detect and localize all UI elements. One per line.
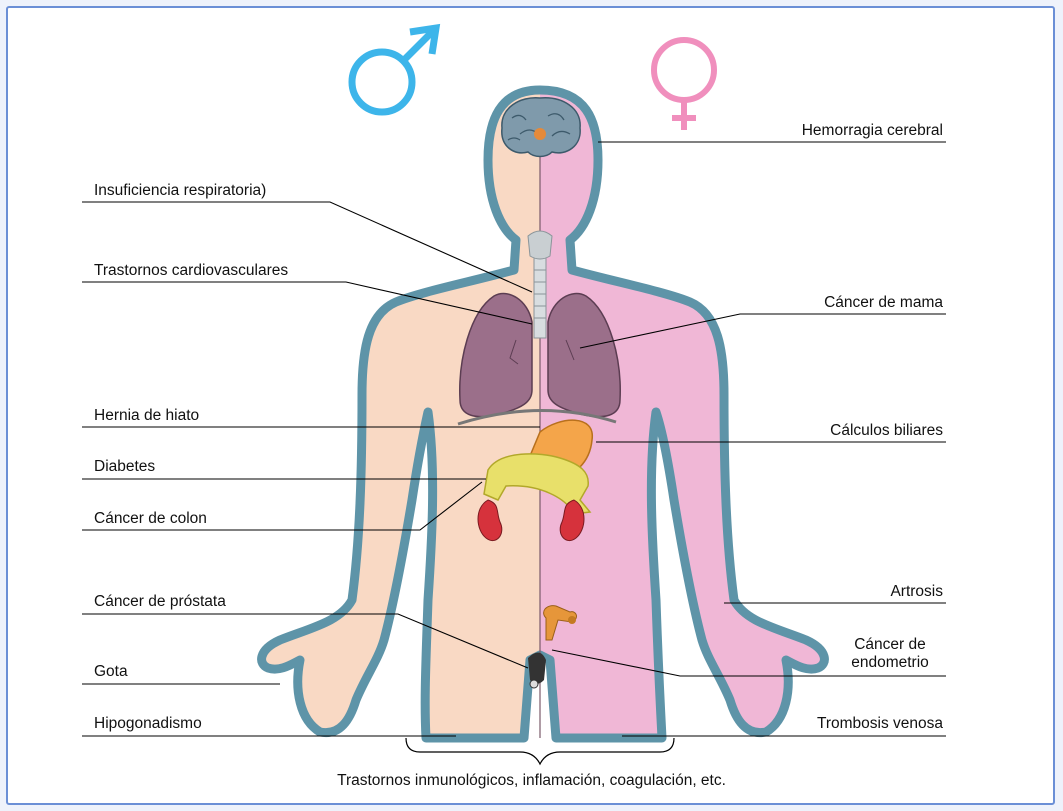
label-endometrio-line2: endometrio — [830, 654, 950, 672]
label-mama: Cáncer de mama — [824, 294, 943, 312]
footer-caption: Trastornos inmunológicos, inflamación, c… — [0, 772, 1063, 790]
prostate-icon — [528, 652, 546, 684]
label-hernia: Hernia de hiato — [94, 407, 199, 425]
label-insuficiencia: Insuficiencia respiratoria) — [94, 182, 266, 200]
label-diabetes: Diabetes — [94, 458, 155, 476]
label-gota: Gota — [94, 663, 128, 681]
label-artrosis: Artrosis — [890, 583, 943, 601]
brain-icon — [502, 98, 580, 157]
label-cardiovasculares: Trastornos cardiovasculares — [94, 262, 288, 280]
body-silhouette — [262, 90, 825, 738]
label-trombosis: Trombosis venosa — [817, 715, 943, 733]
label-hipogonadismo: Hipogonadismo — [94, 715, 202, 733]
label-calculos: Cálculos biliares — [830, 422, 943, 440]
label-colon: Cáncer de colon — [94, 510, 207, 528]
label-prostata: Cáncer de próstata — [94, 593, 226, 611]
female-symbol-icon — [654, 40, 714, 130]
label-endometrio: Cáncer de endometrio — [830, 636, 950, 672]
label-endometrio-line1: Cáncer de — [830, 636, 950, 654]
male-symbol-icon — [352, 28, 436, 112]
label-hemorragia: Hemorragia cerebral — [802, 122, 943, 140]
